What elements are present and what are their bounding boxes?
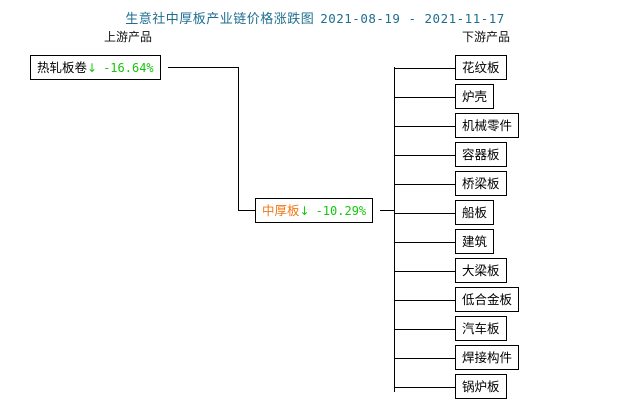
node-label: 锅炉板 — [462, 379, 500, 394]
node-label: 炉壳 — [462, 89, 488, 104]
arrow-down-icon: ↓ — [87, 61, 98, 75]
node-change-value: -16.64% — [103, 61, 154, 75]
node-label: 大梁板 — [462, 263, 500, 278]
page-title: 生意社中厚板产业链价格涨跌图 2021-08-19 - 2021-11-17 — [0, 8, 630, 27]
connector-downstream-branch — [394, 155, 455, 156]
node-downstream-9[interactable]: 低合金板 — [455, 287, 520, 312]
node-label: 焊接构件 — [462, 350, 513, 365]
connector-downstream-branch — [394, 68, 455, 69]
connector-downstream-branch — [394, 329, 455, 330]
page-title-text: 生意社中厚板产业链价格涨跌图 — [125, 12, 315, 27]
connector-downstream-trunk — [394, 67, 395, 392]
connector-downstream-branch — [394, 97, 455, 98]
connector-upstream-to-center — [238, 210, 256, 211]
node-label: 汽车板 — [462, 321, 500, 336]
arrow-down-icon: ↓ — [299, 204, 310, 218]
column-header-downstream: 下游产品 — [462, 30, 511, 44]
node-label: 热轧板卷 — [37, 60, 88, 75]
connector-downstream-branch — [394, 271, 455, 272]
node-downstream-1[interactable]: 花纹板 — [455, 55, 507, 80]
node-center-medium-plate[interactable]: 中厚板↓ -10.29% — [255, 198, 374, 223]
node-change-value: -10.29% — [315, 204, 367, 218]
connector-downstream-branch — [394, 387, 455, 388]
connector-upstream-vertical — [238, 67, 239, 211]
node-downstream-7[interactable]: 建筑 — [455, 229, 495, 254]
node-label: 船板 — [462, 205, 488, 220]
connector-downstream-branch — [394, 300, 455, 301]
node-label: 花纹板 — [462, 60, 500, 75]
node-label: 容器板 — [462, 147, 500, 162]
connector-downstream-branch — [394, 126, 455, 127]
connector-downstream-branch — [394, 213, 455, 214]
node-downstream-12[interactable]: 锅炉板 — [455, 374, 507, 399]
connector-center-to-trunk — [380, 210, 395, 211]
page-title-date-range: 2021-08-19 - 2021-11-17 — [320, 11, 505, 26]
node-downstream-6[interactable]: 船板 — [455, 200, 495, 225]
connector-upstream-horizontal — [168, 67, 239, 68]
node-downstream-8[interactable]: 大梁板 — [455, 258, 507, 283]
node-downstream-3[interactable]: 机械零件 — [455, 113, 520, 138]
node-downstream-5[interactable]: 桥梁板 — [455, 171, 507, 196]
node-label: 桥梁板 — [462, 176, 500, 191]
node-downstream-2[interactable]: 炉壳 — [455, 84, 495, 109]
node-upstream-hot-rolled-coil[interactable]: 热轧板卷↓ -16.64% — [30, 55, 161, 80]
connector-downstream-branch — [394, 242, 455, 243]
node-label: 机械零件 — [462, 118, 513, 133]
connector-downstream-branch — [394, 358, 455, 359]
node-downstream-11[interactable]: 焊接构件 — [455, 345, 520, 370]
node-downstream-4[interactable]: 容器板 — [455, 142, 507, 167]
node-label: 低合金板 — [462, 292, 513, 307]
node-downstream-10[interactable]: 汽车板 — [455, 316, 507, 341]
connector-downstream-branch — [394, 184, 455, 185]
node-label: 中厚板 — [262, 203, 300, 218]
node-label: 建筑 — [462, 234, 488, 249]
column-header-upstream: 上游产品 — [104, 30, 153, 44]
